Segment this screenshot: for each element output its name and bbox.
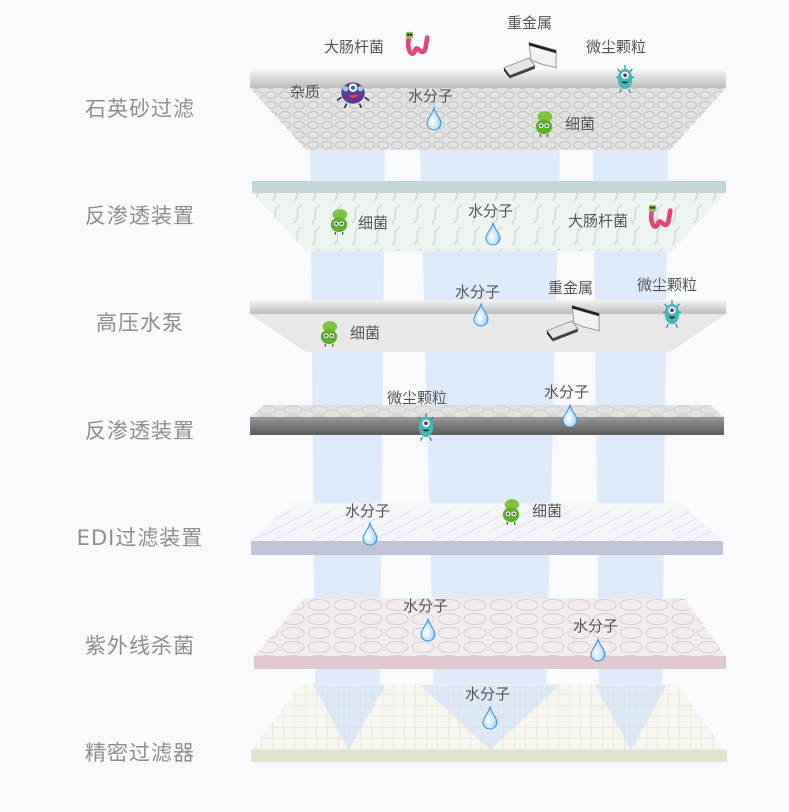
teal-virus-icon (661, 297, 683, 329)
label-water: 水分子 (468, 202, 514, 220)
label-bacteria: 细菌 (350, 324, 381, 342)
water-drop-icon (362, 522, 378, 546)
stage-label-uv-sterilization: 紫外线杀菌 (85, 634, 195, 658)
green-bacteria-icon (328, 206, 350, 236)
label-heavy-metal: 重金属 (507, 14, 553, 32)
label-dust: 微尘颗粒 (637, 276, 698, 294)
stage-label-edi: EDI过滤装置 (76, 526, 204, 550)
stage-label-quartz-sand: 石英砂过滤 (85, 97, 195, 121)
water-drop-icon (420, 618, 436, 642)
filter-layer-edi (251, 503, 723, 555)
label-water: 水分子 (345, 502, 391, 520)
label-bacteria: 细菌 (565, 115, 596, 133)
filter-layer-uv-sterilization (254, 598, 726, 669)
pink-worm-icon (646, 203, 674, 233)
label-ecoli: 大肠杆菌 (324, 38, 385, 56)
green-bacteria-icon (500, 496, 522, 526)
water-drop-icon (473, 303, 489, 327)
stage-label-reverse-osmosis-1: 反渗透装置 (85, 204, 195, 228)
label-bacteria: 细菌 (532, 502, 563, 520)
water-drop-icon (485, 222, 501, 246)
water-drop-icon (590, 638, 606, 662)
filter-layer-reverse-osmosis-2 (250, 405, 724, 435)
purple-germ-icon (336, 78, 370, 108)
label-ecoli: 大肠杆菌 (568, 212, 629, 230)
stage-label-high-pressure-pump: 高压水泵 (96, 311, 184, 335)
water-drop-icon (482, 706, 498, 730)
label-heavy-metal: 重金属 (548, 279, 594, 297)
label-impurity: 杂质 (290, 83, 321, 101)
stage-label-reverse-osmosis-2: 反渗透装置 (85, 419, 195, 443)
water-drop-icon (562, 404, 578, 428)
filter-layer-reverse-osmosis-1 (252, 181, 726, 251)
label-water: 水分子 (455, 283, 501, 301)
label-water: 水分子 (465, 685, 511, 703)
green-bacteria-icon (533, 108, 555, 138)
label-water: 水分子 (408, 87, 454, 105)
label-dust: 微尘颗粒 (387, 389, 448, 407)
teal-virus-icon (415, 410, 437, 442)
filter-layer-quartz-sand (250, 70, 726, 150)
metal-block-icon (502, 40, 560, 80)
label-water: 水分子 (573, 617, 619, 635)
filter-layer-high-pressure-pump (250, 300, 726, 352)
water-drop-icon (426, 107, 442, 131)
label-bacteria: 细菌 (358, 214, 389, 232)
label-water: 水分子 (403, 597, 449, 615)
label-dust: 微尘颗粒 (586, 38, 647, 56)
metal-block-icon (545, 303, 603, 343)
label-water: 水分子 (544, 383, 590, 401)
green-bacteria-icon (318, 318, 340, 348)
stage-label-precision-filter: 精密过滤器 (85, 741, 195, 765)
pink-worm-icon (403, 30, 431, 60)
teal-virus-icon (614, 62, 636, 94)
